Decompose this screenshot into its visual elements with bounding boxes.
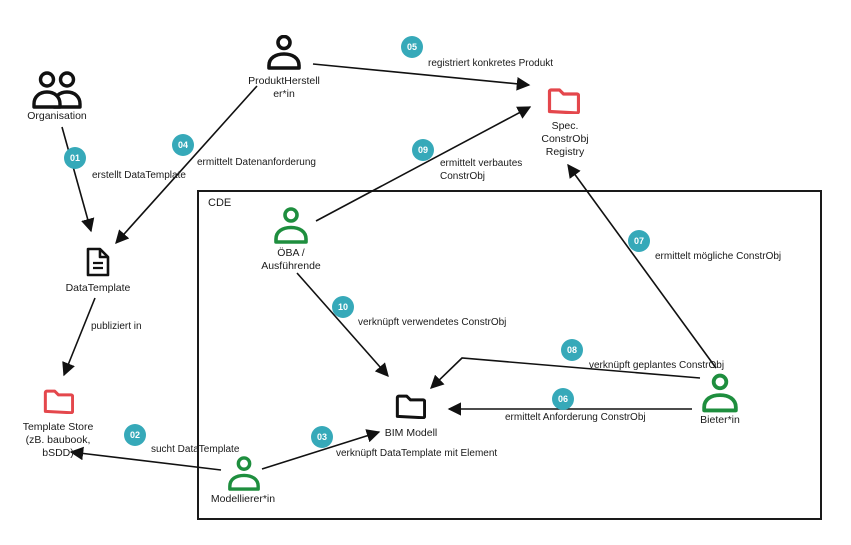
step-badge-01: 01 bbox=[64, 147, 86, 169]
step-text-10: verknüpft verwendetes ConstrObj bbox=[358, 317, 507, 328]
produkthersteller-person-icon bbox=[267, 35, 301, 70]
bieter-node bbox=[701, 373, 739, 413]
step-text-08: verknüpft geplantes ConstrObj bbox=[589, 360, 725, 371]
step-badge-03: 03 bbox=[311, 426, 333, 448]
step-badge-08: 08 bbox=[561, 339, 583, 361]
oeba-person-icon bbox=[274, 207, 308, 244]
step-text-05: registriert konkretes Produkt bbox=[428, 58, 554, 69]
templatestore-folder-icon bbox=[43, 389, 74, 414]
step-text-02: sucht DataTemplate bbox=[151, 444, 240, 455]
organisation-label: Organisation bbox=[27, 110, 87, 122]
step-badge-04-num: 04 bbox=[177, 140, 188, 150]
templatestore-node bbox=[43, 388, 74, 414]
step-badge-10: 10 bbox=[332, 296, 354, 318]
modellierer-person-icon bbox=[228, 456, 260, 491]
step-badge-08-num: 08 bbox=[566, 345, 577, 355]
step-text-09: ermittelt verbautes ConstrObj bbox=[440, 158, 523, 182]
modellierer-node bbox=[227, 455, 261, 492]
produkthersteller-node bbox=[266, 35, 302, 70]
registry-label: Spec. ConstrObj Registry bbox=[541, 120, 589, 158]
cde-box-label: CDE bbox=[208, 197, 232, 209]
step-badge-09: 09 bbox=[412, 139, 434, 161]
datatemplate-document-icon bbox=[86, 247, 110, 277]
templatestore-label: Template Store (zB. baubook, bSDD) bbox=[22, 421, 94, 459]
step-badge-03-num: 03 bbox=[316, 432, 327, 442]
modellierer-label: Modellierer*in bbox=[210, 493, 276, 505]
arrow-publiziert-datatemplate-to-templatestore bbox=[62, 297, 96, 377]
step-badge-04: 04 bbox=[172, 134, 194, 156]
step-badge-02-num: 02 bbox=[129, 430, 140, 440]
oeba-label: ÖBA / Ausführende bbox=[261, 247, 321, 272]
publiziert-in-text: publiziert in bbox=[91, 321, 142, 332]
step-badge-09-num: 09 bbox=[417, 145, 428, 155]
bieter-label: Bieter*in bbox=[700, 414, 740, 426]
step-text-01: erstellt DataTemplate bbox=[92, 170, 186, 181]
bim-label: BIM Modell bbox=[384, 427, 438, 439]
bieter-person-icon bbox=[702, 373, 738, 413]
step-badge-02: 02 bbox=[124, 424, 146, 446]
step-text-04: ermittelt Datenanforderung bbox=[197, 157, 316, 168]
oeba-node bbox=[273, 207, 309, 244]
step-badge-01-num: 01 bbox=[69, 153, 80, 163]
step-badge-06: 06 bbox=[552, 388, 574, 410]
step-badge-10-num: 10 bbox=[337, 302, 348, 312]
bim-folder-icon bbox=[395, 394, 426, 419]
datatemplate-label: DataTemplate bbox=[65, 282, 131, 294]
produkthersteller-label: ProduktHerstell er*in bbox=[248, 75, 320, 100]
step-badge-05-num: 05 bbox=[406, 42, 417, 52]
bim-node bbox=[395, 393, 426, 419]
datatemplate-node bbox=[86, 247, 110, 277]
step-text-07: ermittelt mögliche ConstrObj bbox=[655, 251, 782, 262]
step-badge-06-num: 06 bbox=[557, 394, 568, 404]
step-text-06: ermittelt Anforderung ConstrObj bbox=[505, 412, 646, 423]
organisation-node bbox=[31, 71, 83, 109]
registry-folder-icon bbox=[547, 88, 580, 114]
step-text-03: verknüpft DataTemplate mit Element bbox=[336, 448, 498, 459]
step-badge-07-num: 07 bbox=[633, 236, 644, 246]
registry-node bbox=[547, 87, 580, 114]
step-badge-05: 05 bbox=[401, 36, 423, 58]
organisation-people-icon bbox=[32, 71, 82, 109]
step-badge-07: 07 bbox=[628, 230, 650, 252]
arrow-01-organisation-to-datatemplate bbox=[61, 126, 95, 233]
